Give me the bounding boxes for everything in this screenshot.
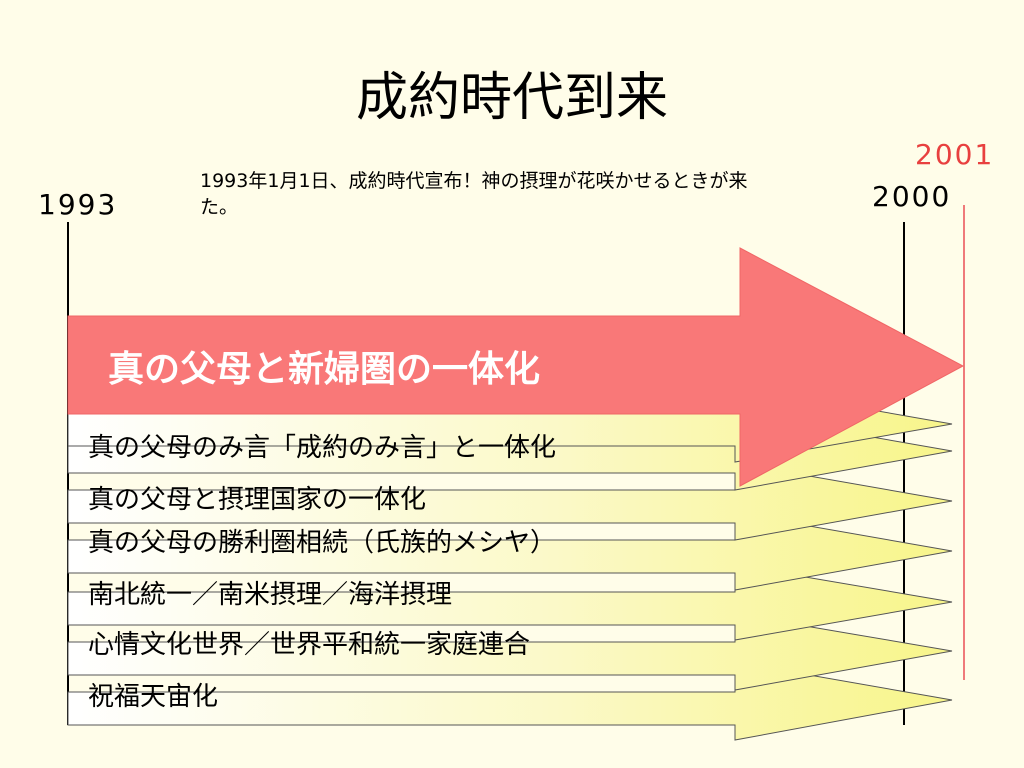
timeline-note: 1993年1月1日、成約時代宣布！神の摂理が花咲かせるときが来た。 [200,170,748,218]
row-label-1: 真の父母と摂理国家の一体化 [88,485,427,515]
row-label-2: 真の父母の勝利圏相続（氏族的メシヤ） [88,528,557,558]
row-label-4: 心情文化世界／世界平和統一家庭連合 [88,630,531,660]
main-arrow [67,247,965,487]
timeline-2000-line [903,222,905,725]
timeline-2001-line [963,205,965,680]
slide-title: 成約時代到来 [355,68,668,128]
year-label-1993: 1993 [38,188,118,221]
year-label-2001: 2001 [915,138,995,171]
year-label-2000: 2000 [872,180,952,213]
row-label-5: 祝福天宙化 [88,682,219,712]
row-label-3: 南北統一／南米摂理／海洋摂理 [88,580,453,610]
row-label-0: 真の父母のみ言「成約のみ言」と一体化 [88,433,557,463]
main-arrow-label: 真の父母と新婦圏の一体化 [108,349,541,390]
